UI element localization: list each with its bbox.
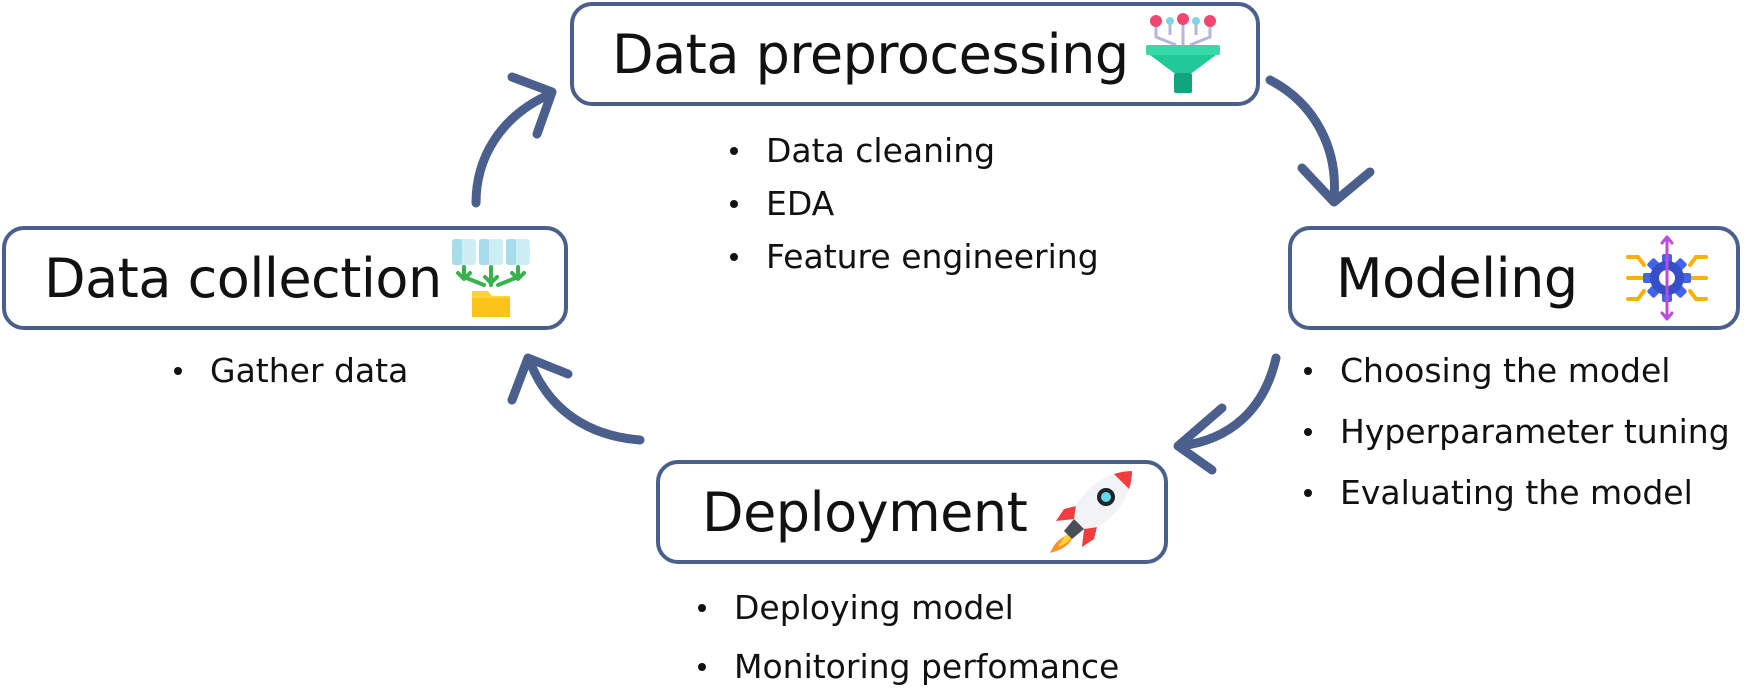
- preprocessing-items: Data cleaning EDA Feature engineering: [726, 124, 1099, 283]
- data-download-icon: [452, 239, 530, 317]
- list-item: Hyperparameter tuning: [1300, 401, 1730, 462]
- collection-items: Gather data: [170, 344, 408, 397]
- list-item: Gather data: [170, 344, 408, 397]
- list-item: Deploying model: [694, 578, 1119, 637]
- stage-title: Modeling: [1336, 246, 1578, 310]
- funnel-icon: [1146, 13, 1220, 93]
- stage-title: Deployment: [702, 480, 1028, 544]
- stage-title: Data preprocessing: [612, 22, 1129, 86]
- rocket-icon: [1050, 471, 1132, 553]
- list-item: Evaluating the model: [1300, 462, 1730, 523]
- stage-data-collection: Data collection: [2, 226, 568, 330]
- stage-deployment: Deployment: [656, 460, 1168, 564]
- stage-modeling: Modeling: [1288, 226, 1740, 330]
- arrow-modeling-to-deployment: [1173, 353, 1281, 475]
- stage-title: Data collection: [44, 246, 442, 310]
- list-item: EDA: [726, 177, 1099, 230]
- list-item: Choosing the model: [1300, 340, 1730, 401]
- arrow-preprocessing-to-modeling: [1265, 75, 1375, 207]
- list-item: Monitoring perfomance: [694, 637, 1119, 696]
- list-item: Feature engineering: [726, 230, 1099, 283]
- modeling-items: Choosing the model Hyperparameter tuning…: [1300, 340, 1730, 523]
- list-item: Data cleaning: [726, 124, 1099, 177]
- gear-icon: [1626, 235, 1708, 321]
- stage-data-preprocessing: Data preprocessing: [570, 2, 1260, 106]
- arrow-deployment-to-collection: [507, 353, 645, 445]
- arrow-collection-to-preprocessing: [471, 72, 557, 208]
- deployment-items: Deploying model Monitoring perfomance: [694, 578, 1119, 696]
